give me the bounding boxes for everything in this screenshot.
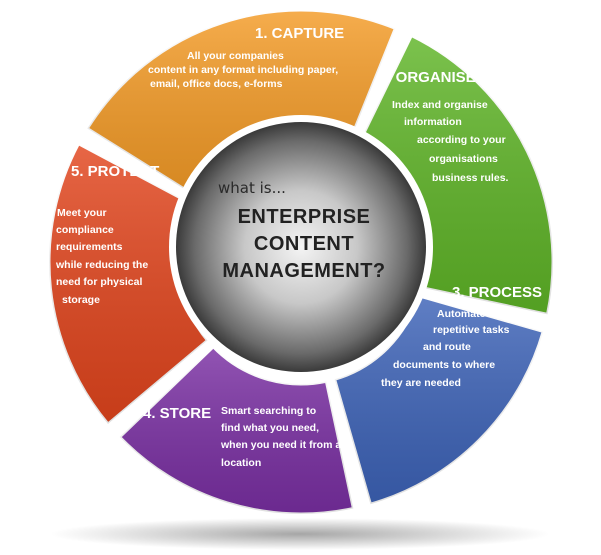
process-line: Automate [437, 308, 486, 320]
organise-line: according to your [417, 134, 506, 146]
protect-line: Meet your [57, 207, 107, 219]
capture-line: email, office docs, e-forms [150, 78, 283, 90]
capture-description: All your companies content in any format… [148, 50, 338, 90]
store-description: Smart searching to find what you need, w… [220, 405, 354, 469]
organise-description: Index and organise information according… [392, 99, 509, 184]
protect-line: compliance [56, 224, 114, 236]
center-hub: what is... ENTERPRISE CONTENT MANAGEMENT… [169, 115, 433, 379]
process-line: they are needed [381, 377, 461, 389]
protect-line: while reducing the [55, 259, 148, 271]
process-line: documents to where [393, 359, 495, 371]
process-line: repetitive tasks [433, 324, 510, 336]
capture-title: 1. CAPTURE [255, 25, 344, 42]
protect-line: storage [62, 294, 100, 306]
hub-sphere [176, 122, 426, 372]
process-line: and route [423, 341, 471, 353]
capture-line: All your companies [187, 50, 284, 62]
process-segment-shade [334, 295, 544, 505]
store-line: Smart searching to [221, 405, 316, 417]
store-line: location [221, 457, 261, 469]
process-title: 3. PROCESS [452, 284, 542, 301]
protect-segment-shade [48, 143, 208, 424]
protect-title: 5. PROTECT [71, 163, 159, 180]
center-line-3: MANAGEMENT? [222, 260, 385, 282]
store-title: 4. STORE [143, 405, 211, 422]
store-segment-shade [119, 346, 354, 514]
organise-line: Index and organise [392, 99, 488, 111]
organise-segment-shade [354, 35, 554, 315]
organise-line: organisations [429, 153, 498, 165]
floor-shadow [50, 518, 550, 550]
center-line-1: ENTERPRISE [238, 206, 371, 228]
organise-title: 2. ORGANISE [379, 69, 476, 86]
protect-line: requirements [56, 241, 123, 253]
process-description: Automate repetitive tasks and route docu… [381, 308, 510, 389]
capture-line: content in any format including paper, [148, 64, 338, 76]
organise-line: information [404, 116, 462, 128]
center-intro-text: what is... [218, 179, 286, 197]
organise-line: business rules. [432, 172, 509, 184]
segment-ring [47, 8, 555, 516]
store-line: when you need it from any [220, 439, 354, 451]
protect-description: Meet your compliance requirements while … [55, 207, 148, 306]
center-line-2: CONTENT [254, 233, 354, 255]
store-line: find what you need, [221, 422, 319, 434]
protect-line: need for physical [56, 276, 142, 288]
capture-segment-shade [87, 10, 396, 198]
